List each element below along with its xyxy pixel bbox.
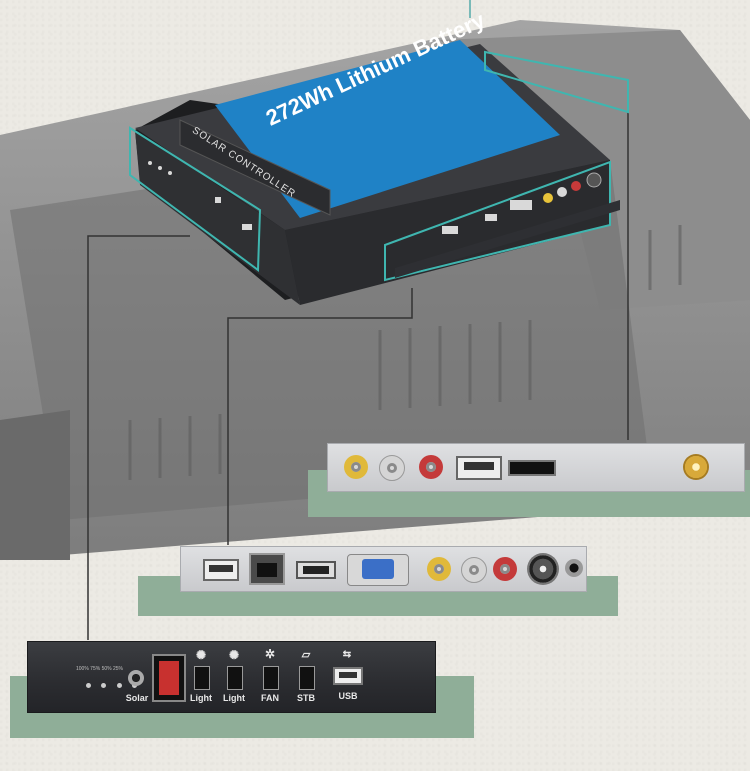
usb-port (456, 456, 502, 480)
port-label-usb: USB (338, 691, 358, 701)
antenna-connector (683, 454, 709, 480)
usb-port (203, 559, 239, 581)
light-port-2 (227, 666, 243, 690)
usb-icon: ⇆ (342, 649, 352, 660)
power-switch-icon[interactable] (152, 654, 186, 702)
lamp-icon: ✺ (195, 648, 207, 662)
rca-red-port (419, 455, 443, 479)
battery-level-indicator-text: 100% 75% 50% 25% (76, 666, 123, 672)
port-label-light-2: Light (223, 693, 245, 703)
stb-port (299, 666, 315, 690)
port-label-light-1: Light (190, 693, 212, 703)
hdmi-port (296, 561, 336, 579)
light-port-1 (194, 666, 210, 690)
dc-jack-icon (128, 670, 144, 686)
fan-icon: ✲ (264, 647, 276, 661)
port-label-fan: FAN (261, 693, 279, 703)
io-port-strip (180, 546, 587, 592)
rca-yellow-port (427, 557, 451, 581)
fan-port (263, 666, 279, 690)
sd-card-slot (508, 460, 556, 476)
rca-red-port (493, 557, 517, 581)
usb-port (333, 667, 363, 685)
settop-box-icon: ▱ (301, 649, 311, 661)
solar-controller-panel: 100% 75% 50% 25% Solar ✺ Light ✺ Light ✲… (27, 641, 436, 713)
ethernet-port (249, 553, 285, 585)
lamp-icon: ✺ (228, 648, 240, 662)
av-port-strip (327, 443, 745, 492)
battery-label-panel (215, 40, 560, 218)
coax-port (527, 553, 559, 585)
vga-port (347, 554, 409, 586)
port-label-stb: STB (297, 693, 315, 703)
audio-jack-port (565, 559, 583, 577)
rca-yellow-port (344, 455, 368, 479)
rca-white-port (379, 455, 405, 481)
port-label-solar: Solar (125, 693, 149, 703)
rca-white-port (461, 557, 487, 583)
